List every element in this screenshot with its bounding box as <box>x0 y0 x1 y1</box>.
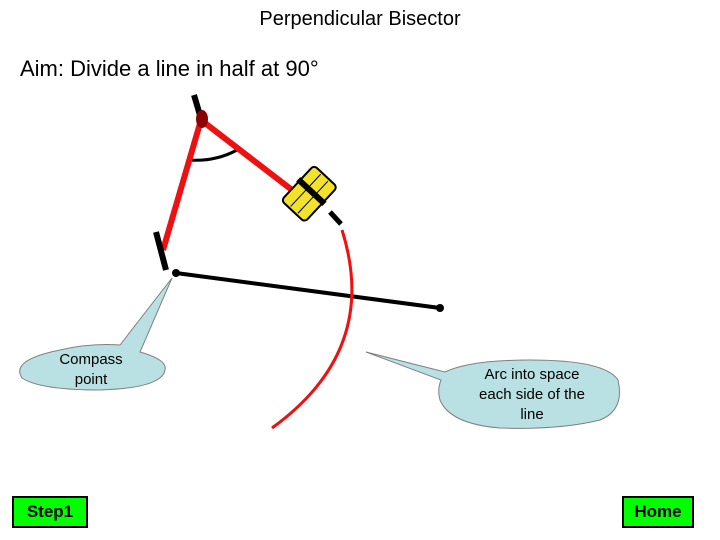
callout-arc <box>365 351 620 429</box>
compass-hinge-arc <box>187 148 238 162</box>
line-endpoint-a <box>172 269 180 277</box>
compass-leg-pencil <box>199 117 307 203</box>
pencil <box>281 165 337 222</box>
aim-text: Aim: Divide a line in half at 90° <box>20 56 319 81</box>
step1-button[interactable]: Step1 <box>12 496 88 528</box>
compass-needle <box>153 231 169 271</box>
compass-leg-point <box>160 119 204 251</box>
compass-hinge <box>196 110 208 128</box>
line-segment <box>175 271 441 310</box>
callout-compass-point <box>19 277 173 391</box>
callout-arc-label: Arc into space each side of the line <box>479 366 585 423</box>
page-title: Perpendicular Bisector <box>259 8 461 30</box>
arc <box>271 229 354 430</box>
line-endpoint-b <box>436 304 444 312</box>
home-button[interactable]: Home <box>622 496 694 528</box>
callout-compass-point-label: Compass point <box>59 351 123 388</box>
pencil-tip <box>328 210 343 226</box>
